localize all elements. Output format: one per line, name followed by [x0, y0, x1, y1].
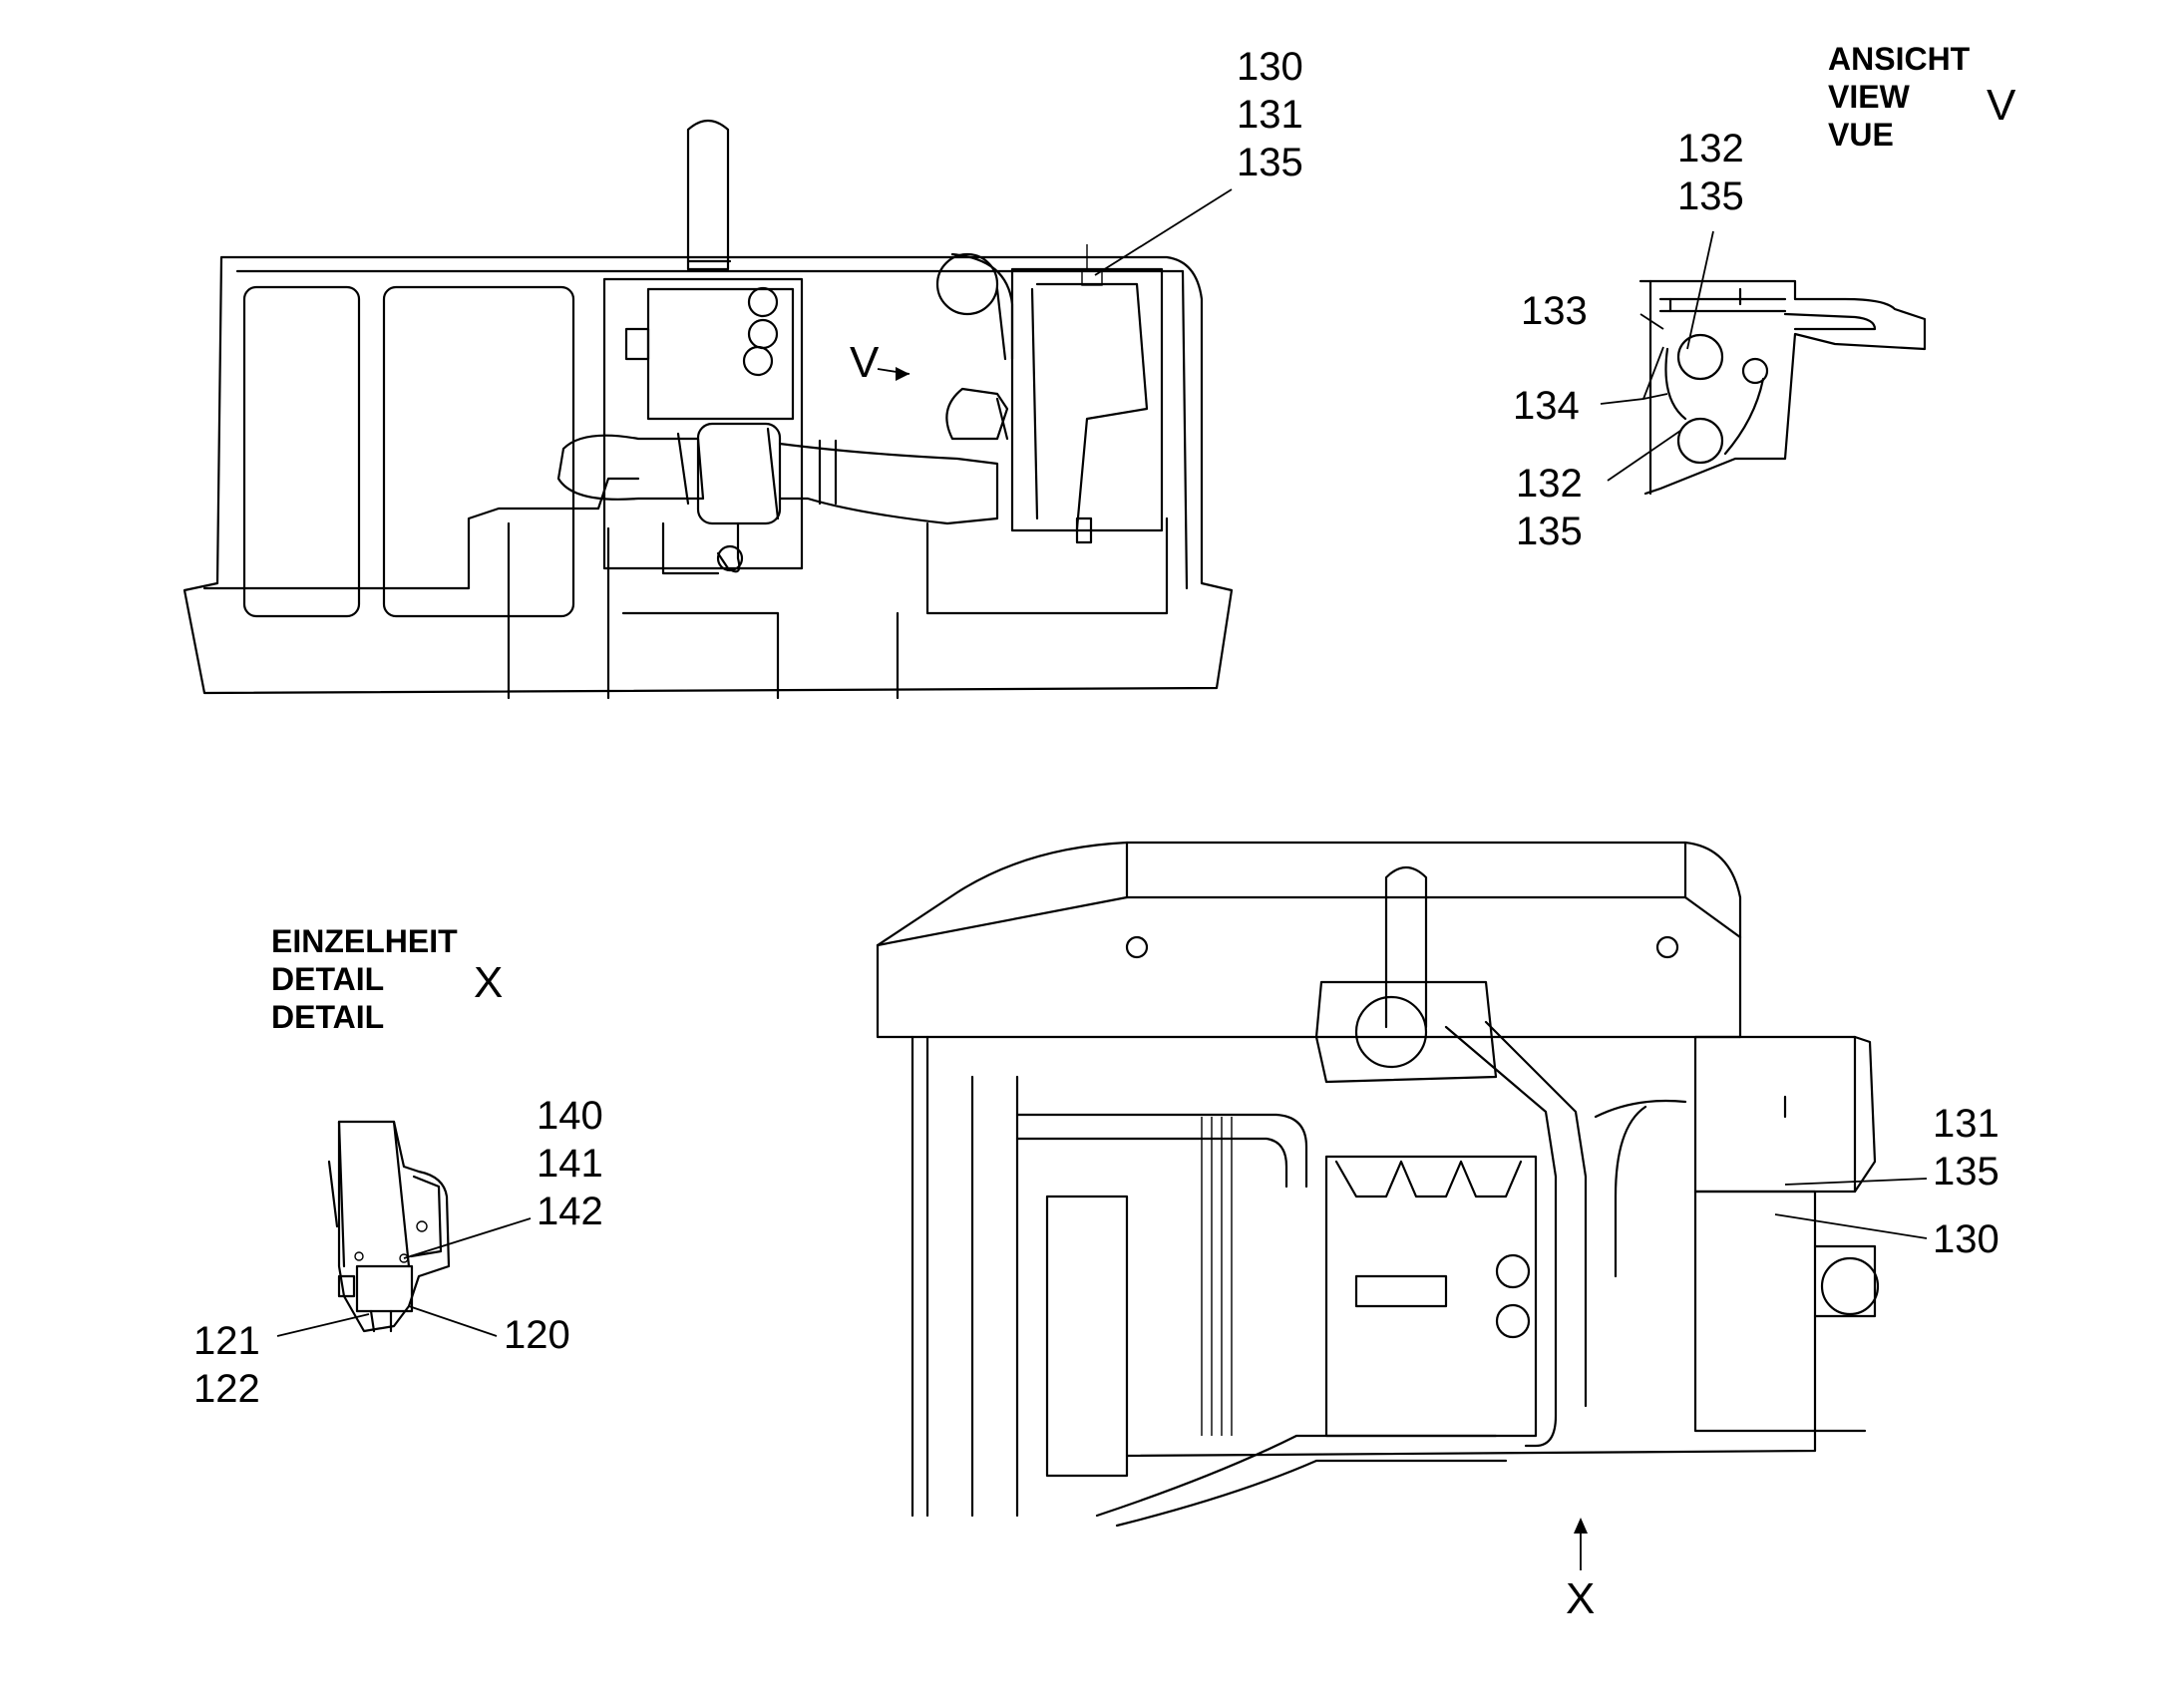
callout-131: 131 [1933, 1102, 1999, 1146]
detail-x-callouts: 140 141 142 121 122 120 [193, 1094, 603, 1411]
callout-122: 122 [193, 1367, 260, 1411]
view-letter: V [1987, 81, 2016, 130]
callout-121: 121 [193, 1319, 260, 1363]
leader-line [403, 1217, 532, 1259]
top-plan-view [182, 119, 1234, 700]
callout-132-lower: 132 [1516, 462, 1583, 506]
detail-x-title: EINZELHEIT DETAIL DETAIL X [271, 923, 503, 1035]
leader-line [1639, 313, 1664, 330]
leader-line [1600, 346, 1668, 405]
callout-130: 130 [1933, 1217, 1999, 1261]
isometric-callouts: 131 135 130 X [1566, 1102, 1999, 1623]
callout-142: 142 [537, 1190, 603, 1233]
callout-135: 135 [1237, 141, 1303, 184]
callout-131: 131 [1237, 93, 1303, 137]
leader-line [1686, 230, 1714, 350]
detail-caption-fr: DETAIL [271, 999, 384, 1035]
leader-line [1774, 1213, 1928, 1239]
view-arrow-head [896, 367, 909, 381]
view-x-arrow-head [1574, 1518, 1588, 1534]
detail-caption-de: EINZELHEIT [271, 923, 458, 959]
callout-130: 130 [1237, 45, 1303, 89]
callout-140: 140 [537, 1094, 603, 1138]
leader-line [408, 1305, 498, 1337]
view-v-callouts: 132 135 133 134 132 135 [1513, 127, 1744, 553]
callout-133: 133 [1521, 289, 1588, 333]
callout-141: 141 [537, 1142, 603, 1186]
callout-135: 135 [1933, 1150, 1999, 1194]
top-view-callouts: 130 131 135 V [850, 45, 1303, 387]
detail-letter: X [474, 958, 503, 1007]
radiator-fins [1201, 1117, 1233, 1436]
view-v-drawing [1638, 279, 1927, 496]
callout-135-lower: 135 [1516, 510, 1583, 553]
view-x-marker: X [1566, 1574, 1595, 1623]
isometric-engine-view [876, 841, 1880, 1528]
view-v-title: ANSICHT VIEW VUE V [1828, 41, 2016, 153]
leader-line [1784, 1178, 1928, 1186]
detail-caption-en: DETAIL [271, 961, 384, 997]
view-caption-fr: VUE [1828, 117, 1894, 153]
detail-x-drawing [327, 1120, 451, 1333]
callout-132: 132 [1677, 127, 1744, 171]
leader-line [1094, 188, 1233, 276]
callout-135: 135 [1677, 174, 1744, 218]
view-caption-en: VIEW [1828, 79, 1911, 115]
callout-134: 134 [1513, 384, 1580, 428]
callout-120: 120 [504, 1313, 570, 1357]
view-caption-de: ANSICHT [1828, 41, 1971, 77]
leader-line [276, 1313, 370, 1337]
view-v-marker: V [850, 338, 880, 387]
leader-line [1607, 430, 1681, 482]
